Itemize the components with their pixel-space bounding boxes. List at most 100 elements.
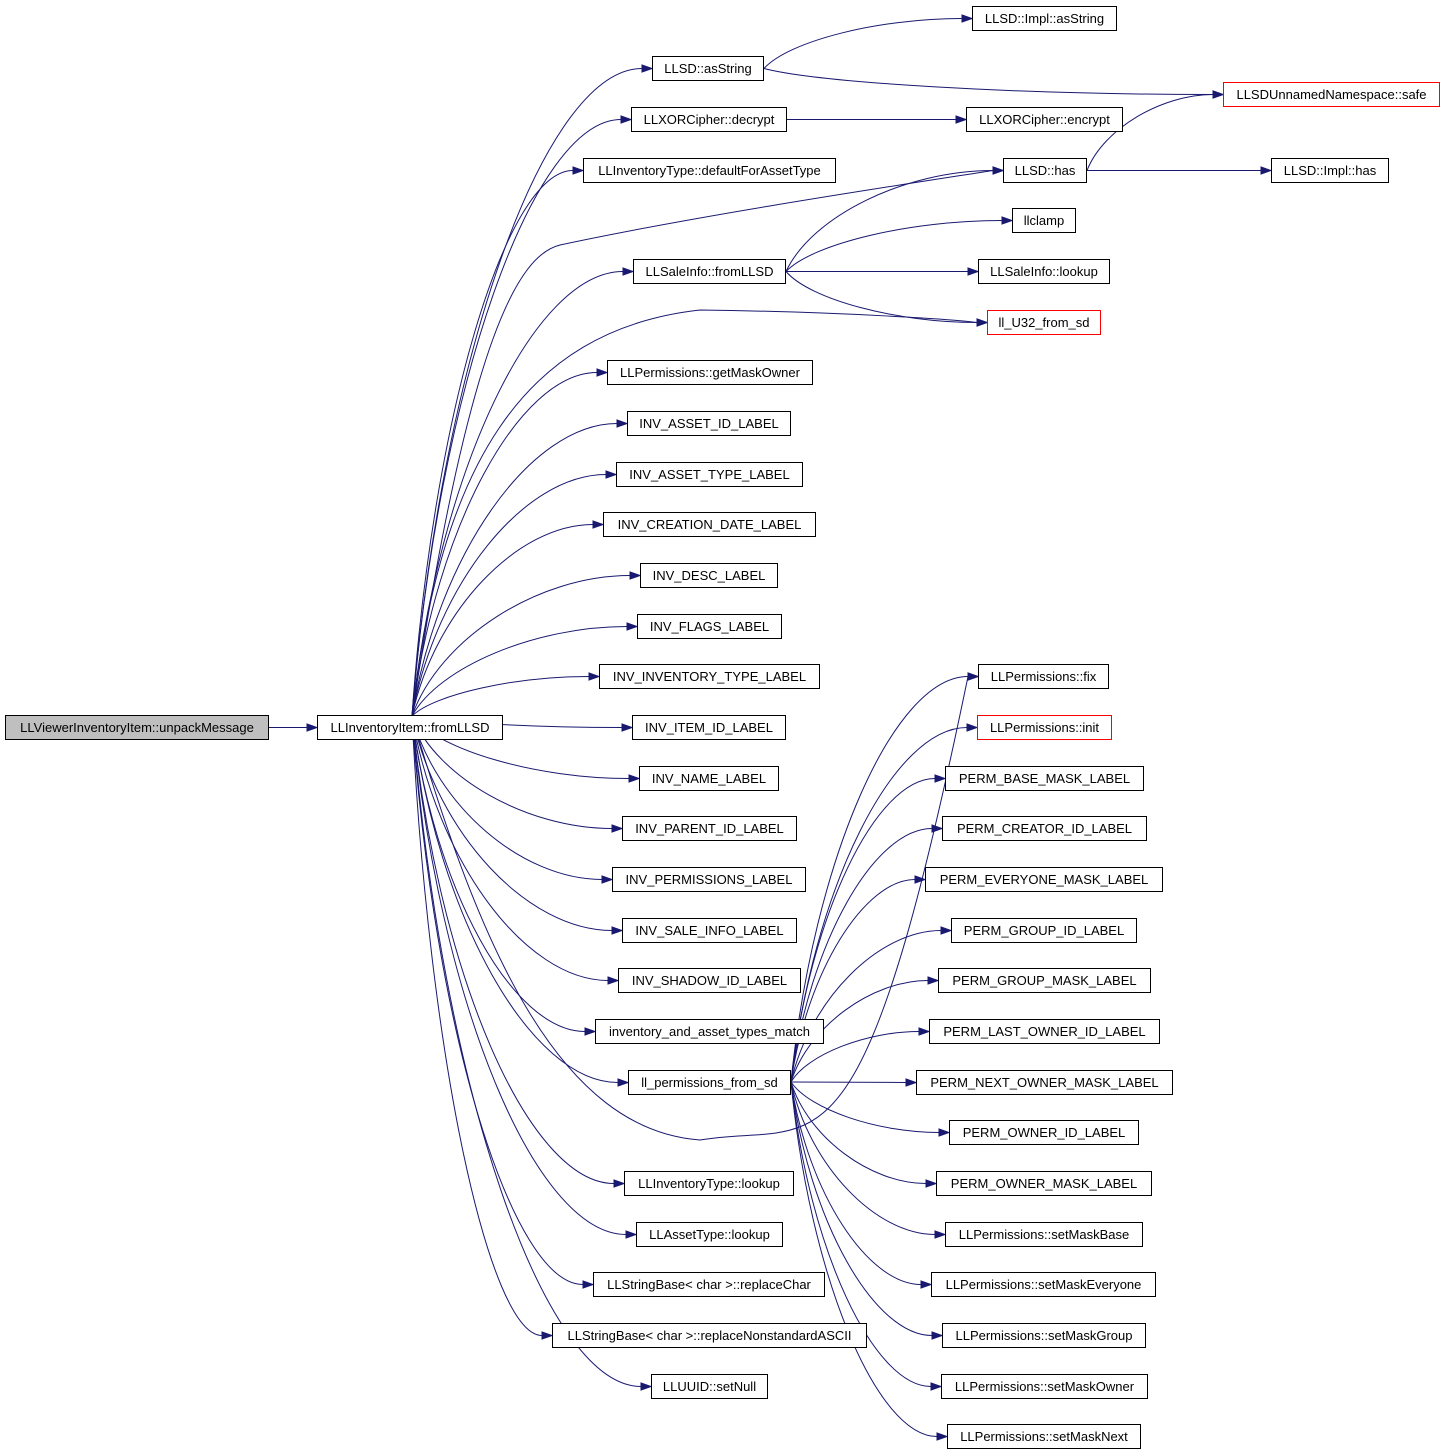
node-stringbase-replacenonstandardascii[interactable]: LLStringBase< char >::replaceNonstandard… — [552, 1323, 867, 1348]
edge-arrowhead — [641, 64, 654, 73]
node-inv-item-id-label[interactable]: INV_ITEM_ID_LABEL — [632, 715, 786, 740]
node-inv-sale-info-label[interactable]: INV_SALE_INFO_LABEL — [622, 918, 797, 943]
node-inv-desc-label[interactable]: INV_DESC_LABEL — [640, 563, 778, 588]
node-assettype-lookup[interactable]: LLAssetType::lookup — [636, 1222, 783, 1247]
node-inv-asset-type-label[interactable]: INV_ASSET_TYPE_LABEL — [616, 462, 803, 487]
edge-arrowhead — [967, 267, 980, 276]
node-llclamp[interactable]: llclamp — [1012, 208, 1076, 233]
node-llsd-asstring[interactable]: LLSD::asString — [652, 56, 764, 81]
node-permissions-fix[interactable]: LLPermissions::fix — [978, 664, 1109, 689]
node-permissions-setmaskeveryone[interactable]: LLPermissions::setMaskEveryone — [931, 1272, 1156, 1297]
node-ll-u32-from-sd[interactable]: ll_U32_from_sd — [987, 310, 1101, 335]
node-inv-asset-id-label[interactable]: INV_ASSET_ID_LABEL — [627, 411, 791, 436]
node-inv-name-label[interactable]: INV_NAME_LABEL — [639, 766, 779, 791]
node-perm-group-mask-label[interactable]: PERM_GROUP_MASK_LABEL — [938, 968, 1151, 993]
edge-arrowhead — [992, 166, 1005, 175]
edge-n5-n29-33 — [785, 170, 994, 272]
node-inv-parent-id-label[interactable]: INV_PARENT_ID_LABEL — [622, 816, 797, 841]
edge-arrowhead — [931, 1331, 944, 1340]
edge-n20-n39-42 — [790, 930, 942, 1083]
node-perm-owner-mask-label[interactable]: PERM_OWNER_MASK_LABEL — [936, 1171, 1152, 1196]
edge-arrowhead — [640, 1382, 653, 1391]
node-inv-creation-date-label[interactable]: INV_CREATION_DATE_LABEL — [603, 512, 816, 537]
node-permissions-init[interactable]: LLPermissions::init — [977, 715, 1112, 740]
node-inv-shadow-id-label[interactable]: INV_SHADOW_ID_LABEL — [618, 968, 801, 993]
node-perm-everyone-mask-label[interactable]: PERM_EVERYONE_MASK_LABEL — [925, 867, 1163, 892]
node-unpack-message: LLViewerInventoryItem::unpackMessage — [5, 715, 269, 740]
node-llsd-impl-has[interactable]: LLSD::Impl::has — [1271, 158, 1389, 183]
node-saleinfo-lookup[interactable]: LLSaleInfo::lookup — [978, 259, 1110, 284]
node-inv-inventory-type-label[interactable]: INV_INVENTORY_TYPE_LABEL — [599, 664, 820, 689]
edge-arrowhead — [934, 774, 947, 783]
edge-arrowhead — [629, 571, 642, 580]
node-inventory-and-asset-types-match[interactable]: inventory_and_asset_types_match — [595, 1019, 824, 1044]
edge-n20-n45-48 — [790, 1081, 936, 1235]
node-saleinfo-fromllsd[interactable]: LLSaleInfo::fromLLSD — [633, 259, 786, 284]
edge-n1-n3-2 — [411, 119, 622, 717]
edge-arrowhead — [1260, 166, 1273, 175]
edge-n1-n25-24 — [411, 715, 642, 1387]
edge-arrowhead — [936, 1432, 949, 1441]
node-ll-permissions-from-sd[interactable]: ll_permissions_from_sd — [628, 1070, 791, 1095]
node-xorcipher-encrypt[interactable]: LLXORCipher::encrypt — [966, 107, 1123, 132]
edge-n1-n9-8 — [411, 524, 594, 717]
node-perm-creator-id-label[interactable]: PERM_CREATOR_ID_LABEL — [942, 816, 1147, 841]
node-lluuid-setnull[interactable]: LLUUID::setNull — [651, 1374, 768, 1399]
edge-n1-n33-26 — [411, 309, 978, 717]
edge-n1-n20-19 — [411, 715, 619, 1083]
node-xorcipher-decrypt[interactable]: LLXORCipher::decrypt — [631, 107, 787, 132]
edge-n1-n19-18 — [411, 715, 586, 1032]
edge-arrowhead — [611, 824, 624, 833]
node-perm-last-owner-id-label[interactable]: PERM_LAST_OWNER_ID_LABEL — [929, 1019, 1160, 1044]
edge-n20-n38-41 — [790, 879, 916, 1083]
node-permissions-setmasknext[interactable]: LLPermissions::setMaskNext — [947, 1424, 1141, 1449]
edge-arrowhead — [940, 926, 953, 935]
edge-arrowhead — [976, 318, 989, 327]
edge-arrowhead — [541, 1331, 554, 1340]
edge-n20-n36-39 — [790, 778, 936, 1083]
node-perm-next-owner-mask-label[interactable]: PERM_NEXT_OWNER_MASK_LABEL — [916, 1070, 1173, 1095]
node-permissions-setmaskbase[interactable]: LLPermissions::setMaskBase — [945, 1222, 1143, 1247]
edge-arrowhead — [572, 166, 585, 175]
edge-n1-n10-9 — [411, 575, 631, 717]
edge-arrowhead — [605, 470, 618, 479]
edge-n20-n48-51 — [790, 1081, 932, 1387]
edge-arrowhead — [601, 875, 614, 884]
edge-n20-n40-43 — [790, 980, 929, 1083]
node-perm-base-mask-label[interactable]: PERM_BASE_MASK_LABEL — [945, 766, 1144, 791]
edge-n1-n16-15 — [411, 715, 603, 880]
node-llsd-impl-asstring[interactable]: LLSD::Impl::asString — [972, 6, 1117, 31]
edge-arrowhead — [955, 115, 968, 124]
edge-n1-n18-17 — [411, 715, 609, 981]
node-inventorytype-defaultforassettype[interactable]: LLInventoryType::defaultForAssetType — [583, 158, 836, 183]
node-perm-owner-id-label[interactable]: PERM_OWNER_ID_LABEL — [949, 1120, 1139, 1145]
edge-n1-n4-3 — [411, 170, 574, 717]
node-permissions-setmaskowner[interactable]: LLPermissions::setMaskOwner — [941, 1374, 1148, 1399]
edge-n29-n27-32 — [1086, 94, 1214, 171]
node-perm-group-id-label[interactable]: PERM_GROUP_ID_LABEL — [951, 918, 1137, 943]
edge-n1-n22-21 — [411, 715, 627, 1235]
node-stringbase-replacechar[interactable]: LLStringBase< char >::replaceChar — [593, 1272, 825, 1297]
edge-n20-n42-45 — [790, 1081, 907, 1083]
edge-n20-n47-50 — [790, 1081, 933, 1336]
edge-arrowhead — [621, 723, 634, 732]
edge-arrowhead — [626, 622, 639, 631]
edge-n5-n33-36 — [785, 271, 978, 323]
node-inv-permissions-label[interactable]: INV_PERMISSIONS_LABEL — [612, 867, 806, 892]
edge-arrowhead — [938, 1128, 951, 1137]
edge-arrowhead — [613, 1179, 626, 1188]
edge-n20-n46-49 — [790, 1081, 922, 1285]
node-inventorytype-lookup[interactable]: LLInventoryType::lookup — [624, 1171, 794, 1196]
node-permissions-getmaskowner[interactable]: LLPermissions::getMaskOwner — [607, 360, 813, 385]
node-inv-flags-label[interactable]: INV_FLAGS_LABEL — [637, 614, 782, 639]
node-inventory-item-from-llsd[interactable]: LLInventoryItem::fromLLSD — [317, 715, 503, 740]
edge-arrowhead — [611, 926, 624, 935]
node-permissions-setmaskgroup[interactable]: LLPermissions::setMaskGroup — [942, 1323, 1146, 1348]
edge-arrowhead — [584, 1027, 597, 1036]
edge-n20-n34-37 — [790, 676, 969, 1083]
edge-arrowhead — [961, 14, 974, 23]
node-llsdunnamednamespace-safe[interactable]: LLSDUnnamedNamespace::safe — [1223, 82, 1440, 107]
node-llsd-has[interactable]: LLSD::has — [1003, 158, 1087, 183]
edge-arrowhead — [1212, 90, 1225, 99]
edge-arrowhead — [925, 1179, 938, 1188]
